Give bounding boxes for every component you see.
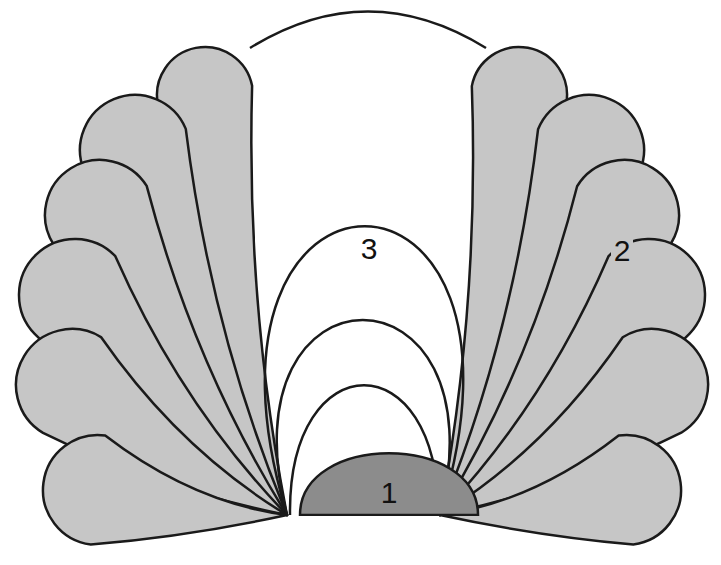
feather-plumes (16, 47, 708, 545)
outer-arc (250, 12, 486, 49)
feather-plume (440, 435, 681, 545)
callout-number: 2 (611, 234, 634, 267)
callout-number: 3 (358, 232, 381, 265)
center-arcs (250, 12, 486, 516)
dome-shape: 1 (296, 452, 482, 516)
feather-plume (43, 435, 287, 545)
callout-number: 1 (296, 476, 482, 510)
